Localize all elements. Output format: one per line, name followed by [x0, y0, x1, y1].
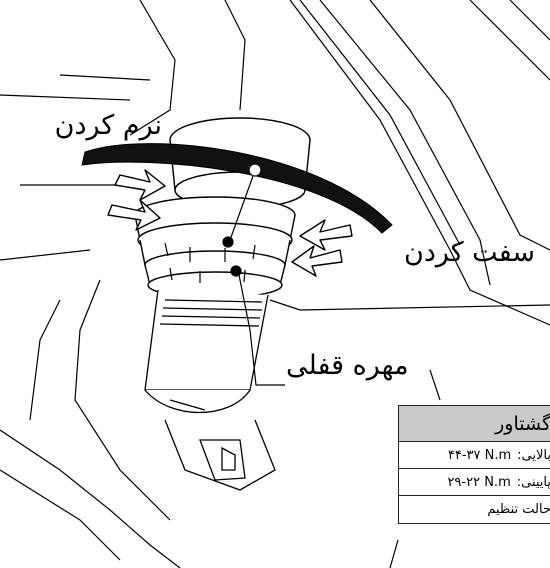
- lower-mount: [164, 399, 276, 491]
- direction-arrows: [107, 169, 353, 277]
- torque-row-label: بالایی:: [517, 447, 550, 463]
- torque-row-label: حالت تنظیم: [487, 502, 550, 517]
- adjustment-band: [81, 143, 393, 234]
- collar-notches: [164, 242, 256, 283]
- torque-row-upper: بالایی: ۴۴-۳۷ N.m: [399, 442, 550, 469]
- torque-header-text: گشتاور: [495, 412, 550, 435]
- torque-row-value: ۴۴-۳۷ N.m: [447, 447, 512, 463]
- threaded-body: [144, 289, 269, 414]
- torque-row-setting: حالت تنظیم: [399, 496, 550, 523]
- tighten-label: سفت کردن: [404, 237, 535, 268]
- torque-row-lower: پایینی: ۲۹-۲۲ N.m: [399, 469, 550, 496]
- torque-row-label: پایینی:: [516, 474, 550, 490]
- torque-table-header: گشتاور: [399, 406, 550, 442]
- spring-seat-stack: [134, 196, 296, 299]
- torque-row-value: ۲۹-۲۲ N.m: [447, 474, 511, 490]
- soften-label: نرم کردن: [54, 110, 162, 141]
- leader-lines: [222, 163, 285, 386]
- lock-nut-label: مهره قفلی: [286, 350, 409, 381]
- torque-table: گشتاور بالایی: ۴۴-۳۷ N.m پایینی: ۲۹-۲۲ N…: [398, 405, 550, 524]
